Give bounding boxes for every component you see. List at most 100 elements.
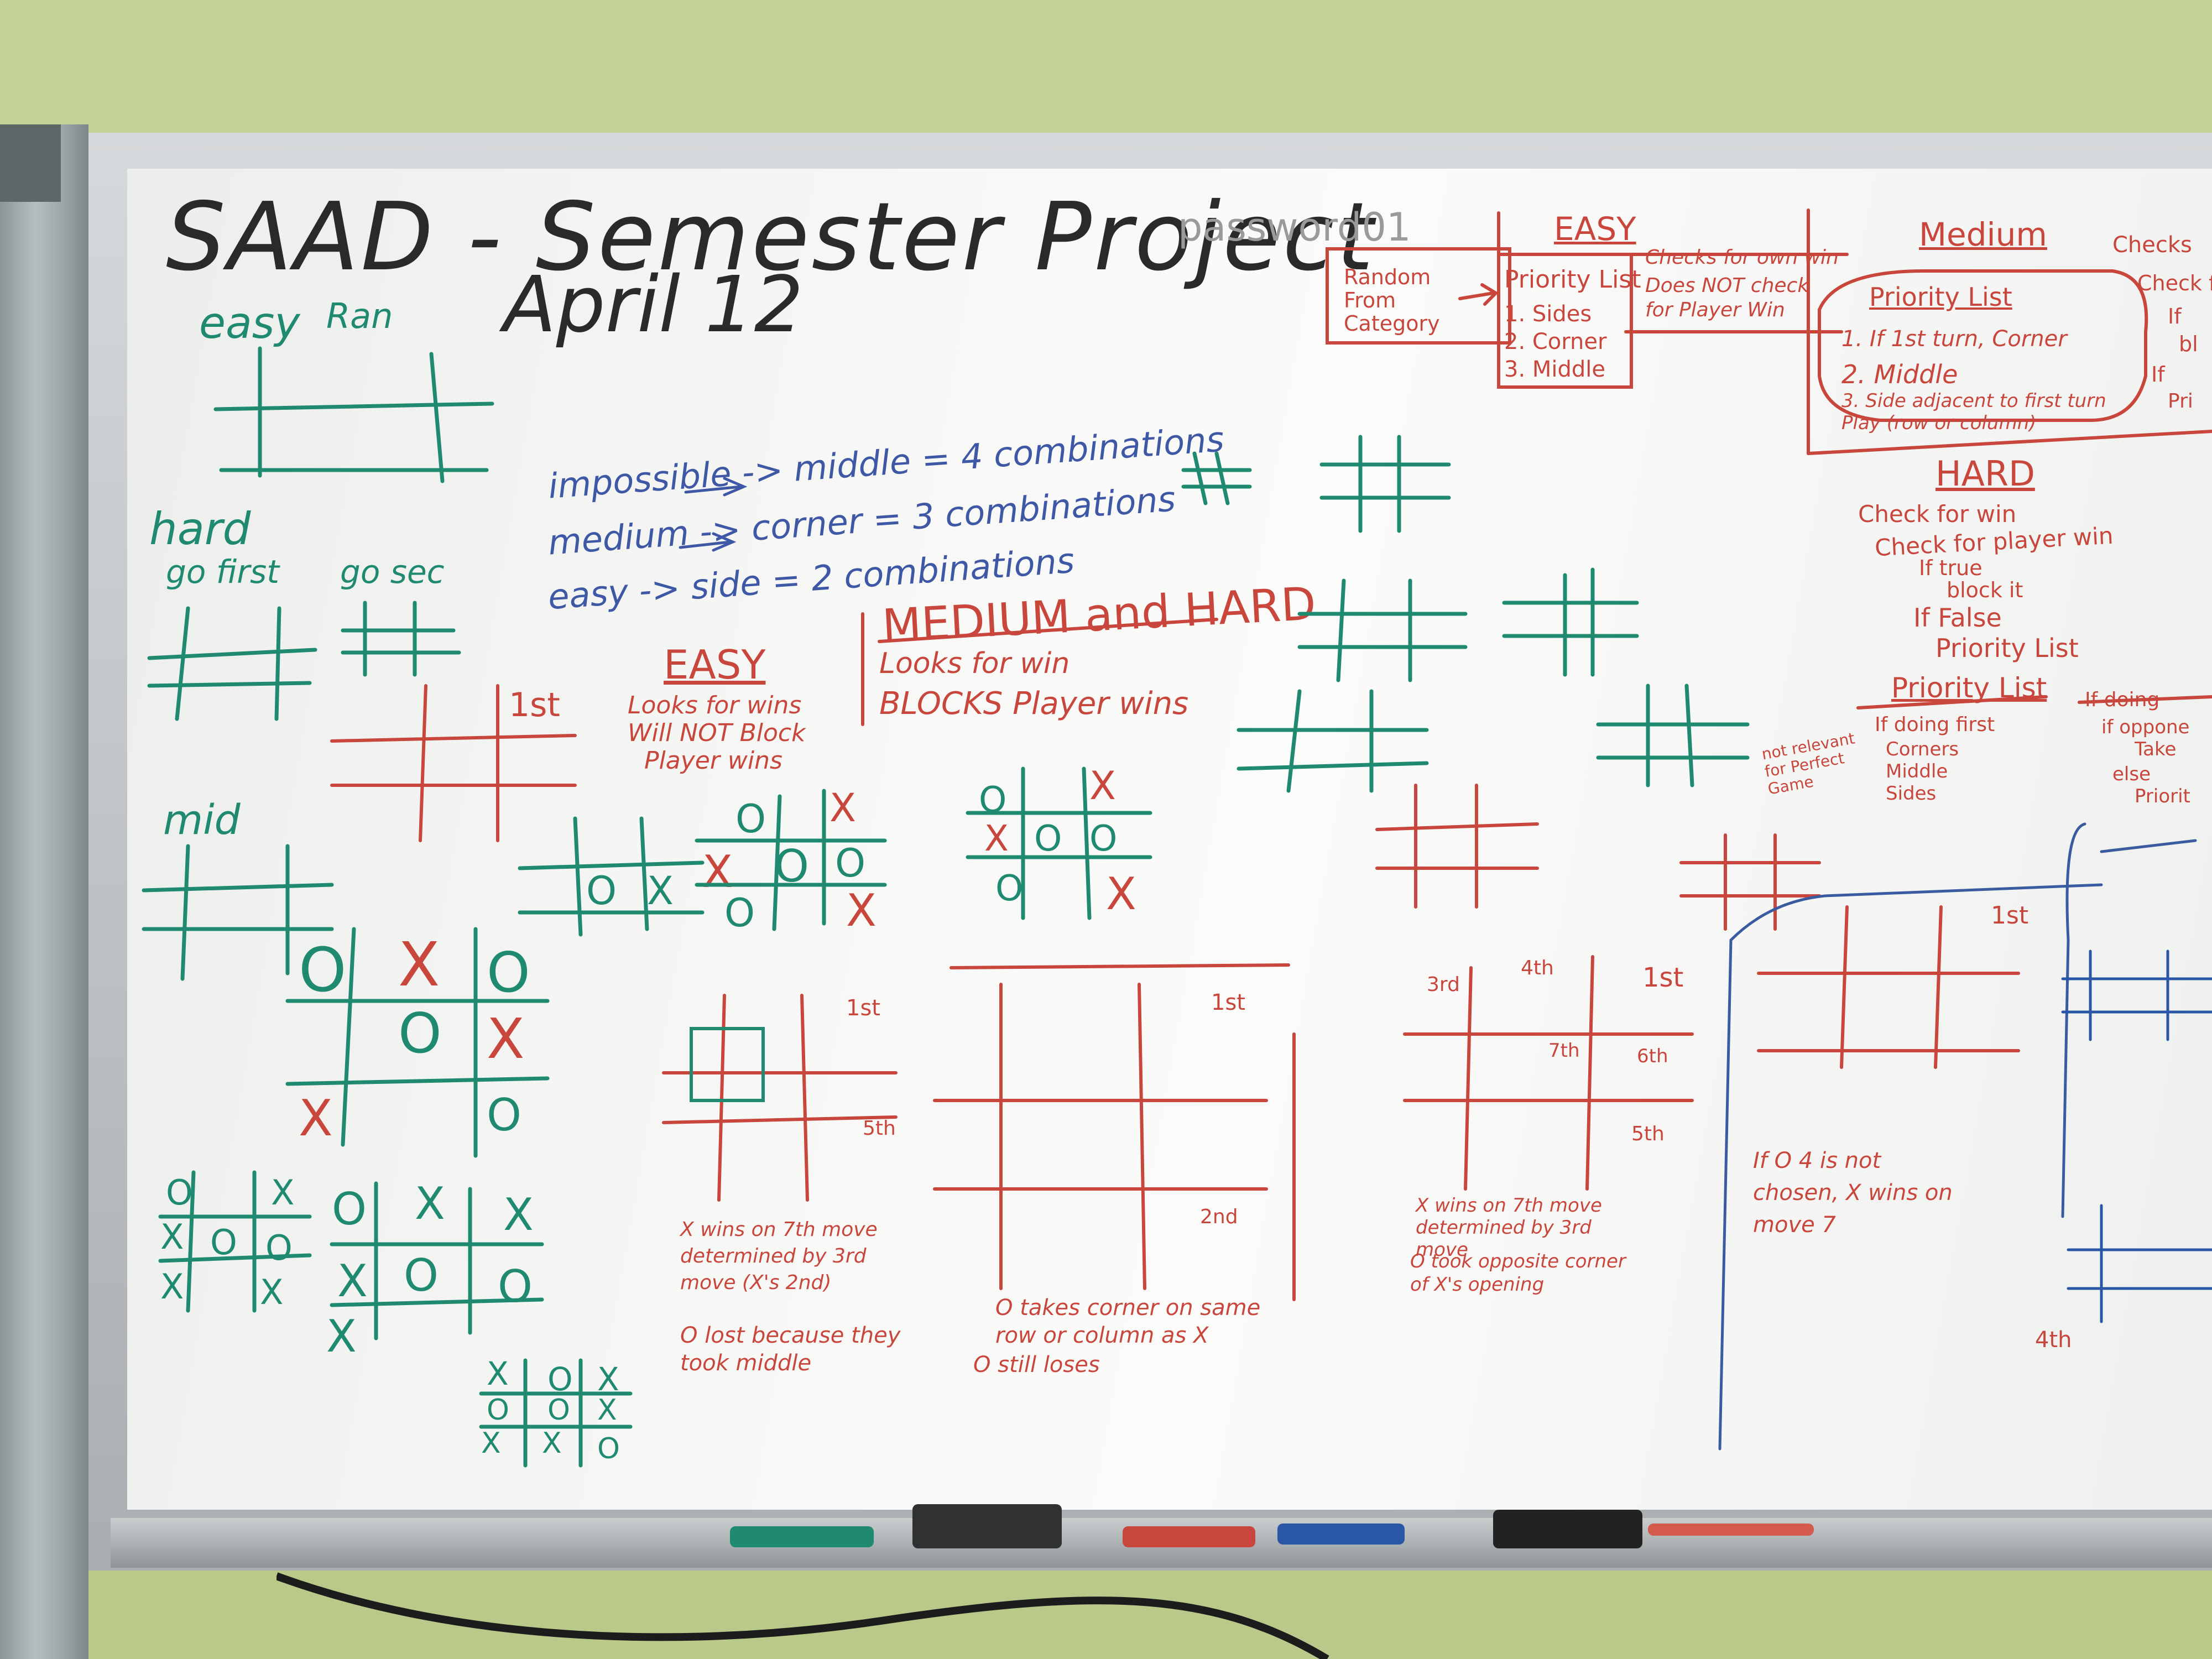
grid-mark: X xyxy=(1106,868,1136,920)
grid-mark: O xyxy=(487,940,530,1005)
grid-mark: O xyxy=(487,1394,509,1427)
grid-mark: X xyxy=(481,1427,501,1460)
grid-mark: X xyxy=(299,1089,333,1147)
date-label: April 12 xyxy=(503,260,804,350)
eraser[interactable] xyxy=(912,1504,1062,1548)
medium-hard-line-1: Looks for win xyxy=(879,647,1070,680)
grid-mark: O xyxy=(1034,818,1062,859)
grid-mark: O xyxy=(724,890,755,936)
label-hard: hard xyxy=(149,503,251,555)
grid-mark: X xyxy=(398,929,440,1000)
grid-mark: O xyxy=(332,1183,367,1235)
tr-note-1: Checks for own win xyxy=(1645,246,1839,269)
grid-mark: O xyxy=(404,1250,439,1301)
move-label-7th-a: 7th xyxy=(1548,1040,1580,1062)
move-label-1st-a: 1st xyxy=(509,686,560,724)
grid-mark: X xyxy=(337,1255,368,1307)
move-label-1st-d: 1st xyxy=(1642,962,1684,993)
page-title: SAAD - Semester Project xyxy=(166,182,1376,292)
easy-line-1: Looks for wins xyxy=(628,691,802,719)
wall-pipe xyxy=(0,124,88,1659)
grid-mark: X xyxy=(260,1272,284,1312)
move-label-6th-a: 6th xyxy=(1637,1045,1668,1067)
edge-note-5: If xyxy=(2151,362,2165,387)
hard-item-3: If true xyxy=(1919,556,1983,580)
priority2-item-4: Sides xyxy=(1886,782,1937,805)
grid-mark: X xyxy=(271,1172,295,1213)
tr-priority-2: 2. Corner xyxy=(1504,329,1607,354)
grid-mark: O xyxy=(398,1001,442,1066)
label-easy: easy xyxy=(199,299,300,348)
move-label-4th-a: 4th xyxy=(1521,957,1554,979)
grid-mark: O xyxy=(586,868,617,914)
password-note: password01 xyxy=(1178,205,1411,250)
edge-note-4: bl xyxy=(2179,332,2198,356)
grid-mark: O xyxy=(835,841,866,886)
tr-medium-item-3: 3. Side adjacent to first turn Play (row… xyxy=(1841,390,2106,434)
grid-mark: X xyxy=(846,885,877,936)
black-eraser[interactable] xyxy=(1493,1510,1642,1548)
grid-mark: O xyxy=(597,1432,620,1465)
grid-mark: O xyxy=(1089,818,1118,859)
scenario-note-7: If O 4 is not chosen, X wins on move 7 xyxy=(1753,1148,1953,1238)
priority2-right-4: else xyxy=(2112,763,2151,785)
move-label-5th-a: 5th xyxy=(863,1117,896,1140)
easy-heading: EASY xyxy=(664,641,766,688)
scenario-note-6: O took opposite corner of X's opening xyxy=(1410,1250,1626,1296)
priority2-item-3: Middle xyxy=(1886,760,1948,782)
label-random: Ran xyxy=(326,296,393,336)
scenario-note-3: O takes corner on same row or column as … xyxy=(995,1295,1261,1348)
grid-mark: X xyxy=(647,868,674,914)
edge-note-6: Pri xyxy=(2168,390,2193,413)
edge-note-1: Checks xyxy=(2112,232,2192,258)
scenario-note-4: O still loses xyxy=(973,1352,1100,1378)
whiteboard xyxy=(127,169,2212,1510)
medium-hard-line-2: BLOCKS Player wins xyxy=(879,686,1189,722)
grid-mark: X xyxy=(597,1394,617,1427)
tr-priority-1: 1. Sides xyxy=(1504,301,1592,327)
grid-mark: X xyxy=(1089,763,1116,808)
move-label-1st-b: 1st xyxy=(846,995,880,1021)
scenario-note-2: O lost because they took middle xyxy=(680,1323,901,1376)
green-marker[interactable] xyxy=(730,1526,874,1547)
priority2-right-5: Priorit xyxy=(2135,785,2190,807)
tr-note-2: Does NOT check for Player Win xyxy=(1645,274,1809,321)
edge-note-3: If xyxy=(2168,304,2182,328)
pipe-cap xyxy=(0,124,61,202)
grid-mark: O xyxy=(265,1228,293,1268)
label-mid: mid xyxy=(163,796,241,844)
priority2-item-1: If doing first xyxy=(1875,713,1995,736)
grid-mark: X xyxy=(326,1311,357,1362)
grid-mark: X xyxy=(542,1427,562,1460)
grid-mark: X xyxy=(702,846,733,898)
priority2-item-2: Corners xyxy=(1886,738,1959,760)
grid-mark: O xyxy=(547,1394,570,1427)
tr-medium-priority: Priority List xyxy=(1869,282,2012,312)
move-label-1st-c: 1st xyxy=(1211,990,1245,1015)
easy-line-2: Will NOT Block xyxy=(628,719,806,747)
priority2-right-3: Take xyxy=(2135,738,2177,760)
grid-mark: O xyxy=(995,868,1024,909)
red-pencil[interactable] xyxy=(1648,1524,1814,1536)
blue-marker[interactable] xyxy=(1277,1524,1405,1545)
priority2-right-2: if oppone xyxy=(2101,716,2190,738)
grid-mark: O xyxy=(166,1172,193,1213)
edge-note-2: Check f xyxy=(2137,271,2212,295)
tr-medium-item-2: 2. Middle xyxy=(1841,359,1958,389)
grid-mark: O xyxy=(487,1089,521,1141)
move-label-3rd-a: 3rd xyxy=(1427,973,1460,996)
hard-item-6: Priority List xyxy=(1936,633,2079,663)
tr-medium-heading: Medium xyxy=(1919,216,2047,253)
tr-priority-title: Priority List xyxy=(1504,265,1641,294)
grid-mark: X xyxy=(415,1178,445,1229)
hard-item-5: If False xyxy=(1913,603,2002,633)
wall xyxy=(0,0,2212,138)
red-marker[interactable] xyxy=(1123,1526,1255,1547)
move-label-2nd-a: 2nd xyxy=(1200,1206,1238,1228)
grid-mark: O xyxy=(210,1222,237,1262)
grid-mark: X xyxy=(160,1217,184,1257)
tr-random: Random From Category xyxy=(1344,265,1440,336)
scenario-note-5: X wins on 7th move determined by 3rd mov… xyxy=(1416,1194,1602,1261)
label-go-sec: go sec xyxy=(340,553,445,591)
